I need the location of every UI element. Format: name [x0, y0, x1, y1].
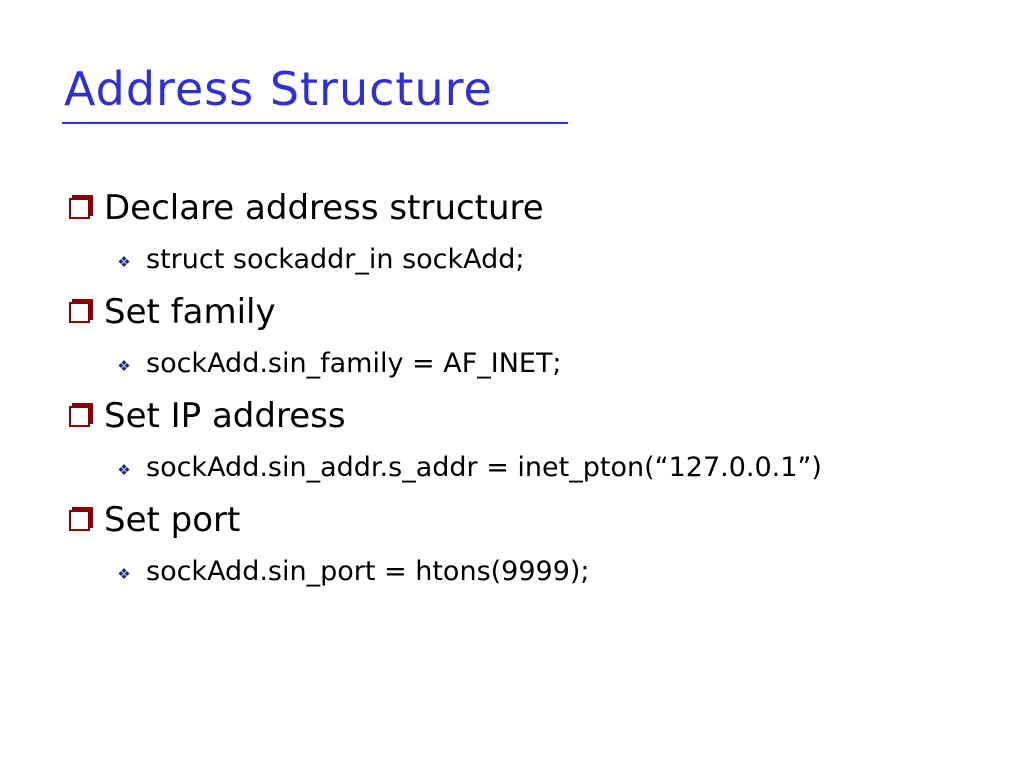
bullet-item: Set IP address: [64, 390, 1004, 442]
checkbox-square-icon: [69, 302, 90, 323]
bullet-item: Declare address structure: [64, 182, 1004, 234]
bullet-text: Set IP address: [104, 396, 346, 436]
sub-bullet-item: ❖ sockAdd.sin_port = htons(9999);: [64, 546, 1004, 598]
bullet-item: Set family: [64, 286, 1004, 338]
slide-title: Address Structure: [64, 62, 493, 116]
bullet-list: Declare address structure ❖ struct socka…: [64, 182, 1004, 598]
four-diamond-icon: ❖: [117, 253, 131, 271]
checkbox-square-icon: [69, 406, 90, 427]
sub-bullet-text: sockAdd.sin_port = htons(9999);: [146, 556, 590, 587]
sub-bullet-text: sockAdd.sin_addr.s_addr = inet_pton(“127…: [146, 452, 822, 483]
sub-bullet-item: ❖ sockAdd.sin_family = AF_INET;: [64, 338, 1004, 390]
sub-bullet-text: struct sockaddr_in sockAdd;: [146, 244, 525, 275]
four-diamond-icon: ❖: [117, 565, 131, 583]
sub-bullet-item: ❖ struct sockaddr_in sockAdd;: [64, 234, 1004, 286]
checkbox-square-icon: [69, 510, 90, 531]
bullet-text: Set port: [104, 500, 241, 540]
four-diamond-icon: ❖: [117, 461, 131, 479]
bullet-text: Declare address structure: [104, 188, 544, 228]
sub-bullet-text: sockAdd.sin_family = AF_INET;: [146, 348, 562, 379]
checkbox-square-icon: [69, 198, 90, 219]
bullet-text: Set family: [104, 292, 276, 332]
four-diamond-icon: ❖: [117, 357, 131, 375]
sub-bullet-item: ❖ sockAdd.sin_addr.s_addr = inet_pton(“1…: [64, 442, 1004, 494]
title-underline: [62, 122, 568, 124]
bullet-item: Set port: [64, 494, 1004, 546]
